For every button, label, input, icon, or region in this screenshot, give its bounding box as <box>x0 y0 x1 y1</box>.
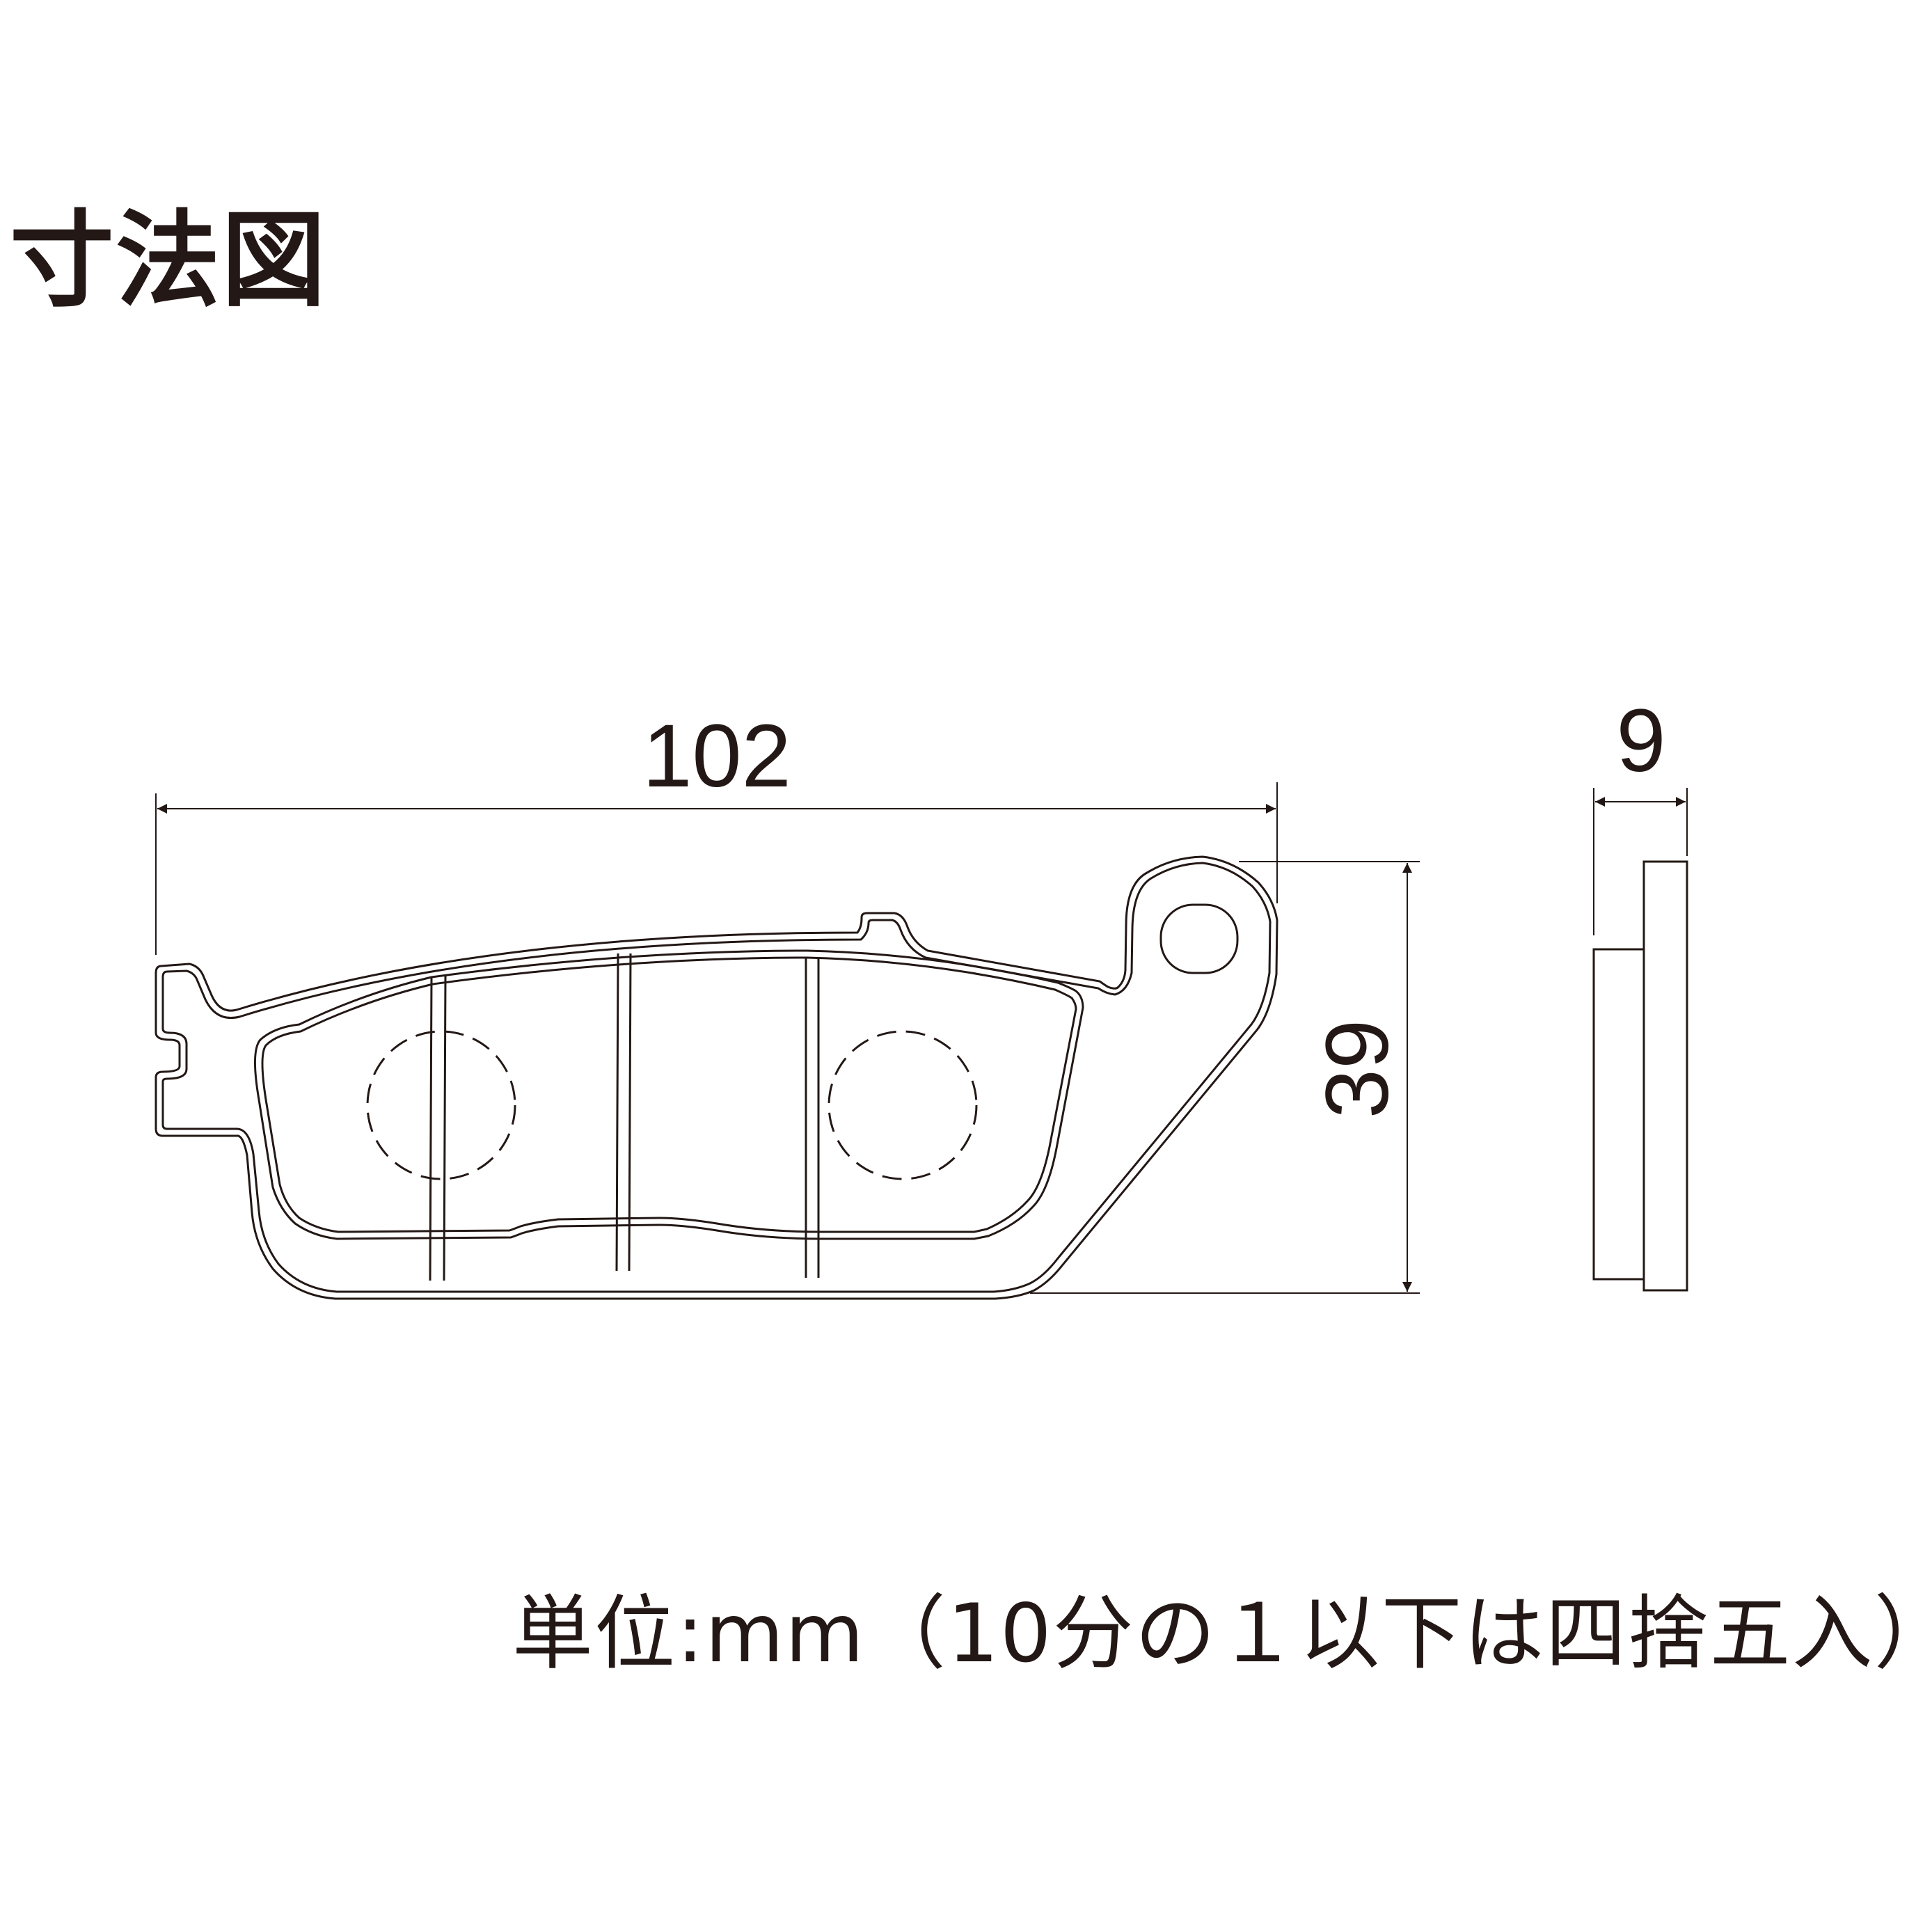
dimension-label-length: 102 <box>642 706 791 806</box>
side-view-backing-plate <box>1642 860 1688 1292</box>
backing-plate-inner-outline <box>161 862 1272 1293</box>
groove-center-line-1 <box>615 953 619 1272</box>
dimension-label-thickness: 9 <box>1616 691 1665 791</box>
piston-circle-right <box>828 1030 978 1180</box>
backing-plate-outer-outline <box>155 855 1278 1300</box>
groove-left-line-2 <box>443 975 447 1281</box>
unit-note: 単位:mm（10分の１以下は四捨五入） <box>512 1587 1932 1681</box>
groove-left-line-1 <box>429 976 433 1281</box>
mounting-hole <box>1159 903 1239 974</box>
friction-material-inner-outline <box>261 956 1077 1233</box>
friction-material-outline <box>254 949 1084 1240</box>
page-title: 寸法図 <box>10 200 328 322</box>
side-view-friction-material <box>1592 948 1645 1281</box>
groove-center-line-2 <box>628 953 632 1272</box>
dimension-label-height: 39 <box>1308 1020 1407 1118</box>
piston-circle-left <box>366 1030 516 1180</box>
